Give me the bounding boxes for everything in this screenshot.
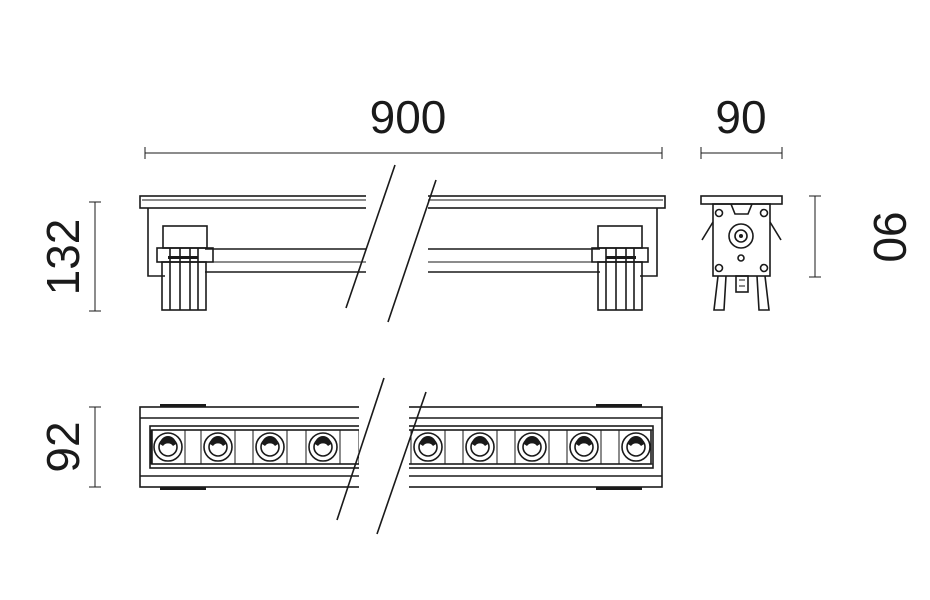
led-lens (305, 429, 341, 465)
section-height-dimension: 90 (809, 195, 916, 278)
width-dimension: 92 (37, 406, 101, 488)
length-label: 900 (370, 91, 447, 143)
end-section-view (700, 195, 783, 311)
depth-label: 90 (715, 91, 766, 143)
section-height-label: 90 (864, 211, 916, 262)
led-lens (462, 429, 498, 465)
height-label: 132 (37, 219, 89, 296)
side-view-break-lines (345, 164, 437, 323)
width-label: 92 (37, 421, 89, 472)
led-lens (200, 429, 236, 465)
right-bracket (591, 225, 649, 311)
led-lens (618, 429, 654, 465)
led-lens (566, 429, 602, 465)
depth-dimension: 90 (700, 91, 783, 159)
top-view-break-lines (336, 377, 427, 535)
left-bracket (156, 225, 214, 311)
length-dimension: 900 (144, 91, 663, 159)
led-lens (410, 429, 446, 465)
led-lens (514, 429, 550, 465)
led-lens (150, 429, 186, 465)
led-lens (252, 429, 288, 465)
height-dimension: 132 (37, 201, 101, 312)
